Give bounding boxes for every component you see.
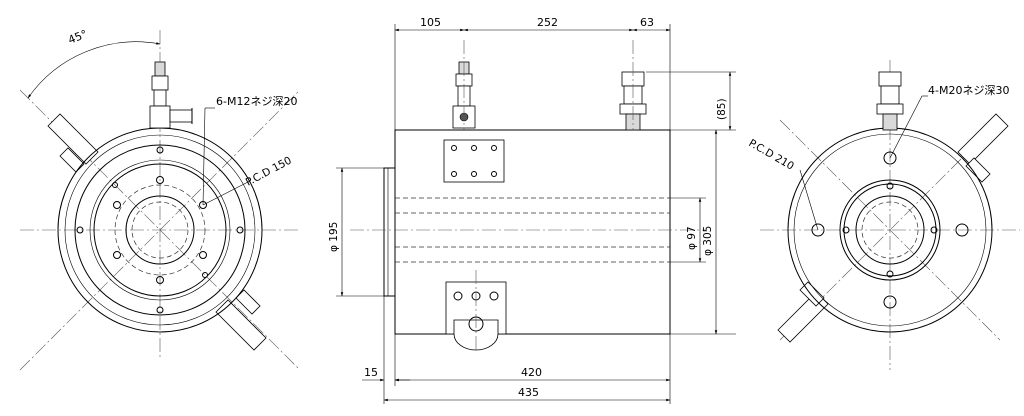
right-view-port-upper <box>957 113 1009 183</box>
dim-total-length: 435 <box>518 386 539 399</box>
dim-body-length: 420 <box>521 366 542 379</box>
right-view-holes <box>811 151 969 309</box>
side-view: 105 252 63 (85) φ 305 φ 97 φ 195 15 420 … <box>328 16 736 404</box>
hole-note-right: 4-M20ネジ深30 <box>928 84 1009 97</box>
left-view-port-lower <box>215 289 267 351</box>
dim-flange: 15 <box>364 366 378 379</box>
dim-inner-dia: φ 97 <box>686 226 698 250</box>
side-view-fitting-right <box>619 40 647 131</box>
left-view-port-upper <box>47 113 99 173</box>
dim-top-mid: 252 <box>537 16 558 29</box>
left-view-top-fitting <box>149 61 193 129</box>
dim-left-dia: φ 195 <box>328 222 340 252</box>
right-end-view: 4-M20ネジ深30 P.C.D 210 <box>747 60 1020 370</box>
angle-label: 45° <box>66 27 89 46</box>
side-view-fitting-left <box>452 40 476 130</box>
pcd-label-left: P.C.D 150 <box>244 154 294 188</box>
dim-side-top: (85) <box>716 98 728 120</box>
dim-outer-dia: φ 305 <box>702 226 714 256</box>
left-end-view: 45° 6-M12ネジ深20 P.C.D 150 <box>19 27 301 371</box>
side-view-bottom-bracket <box>445 270 507 352</box>
dim-top-left: 105 <box>420 16 441 29</box>
pcd-label-right: P.C.D 210 <box>747 137 796 172</box>
dim-top-right: 63 <box>640 16 654 29</box>
right-view-port-lower <box>777 281 829 343</box>
side-view-top-plate <box>443 139 505 183</box>
hole-note-left: 6-M12ネジ深20 <box>216 95 297 108</box>
right-view-top-fitting <box>876 71 904 131</box>
